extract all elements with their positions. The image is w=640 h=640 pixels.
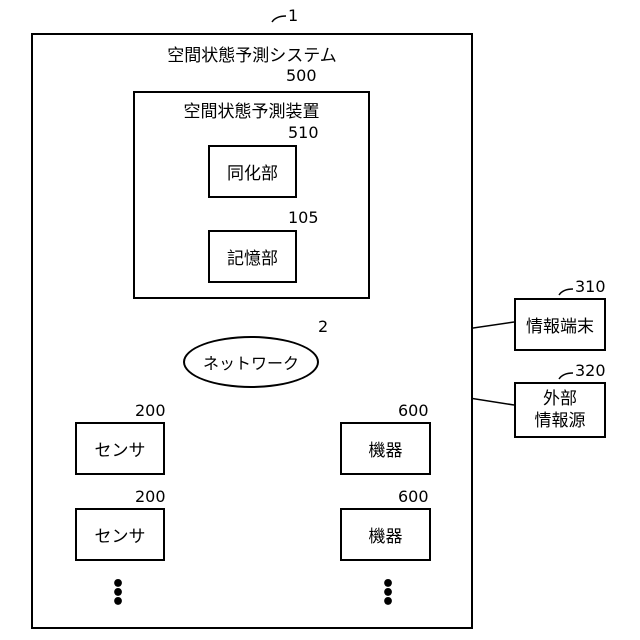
device-ref: 500 — [286, 66, 317, 85]
leader-320 — [559, 373, 573, 379]
sensor-ellipsis-icon: ••• — [111, 580, 121, 607]
network-node: ネットワーク — [183, 336, 319, 388]
system-title: 空間状態予測システム — [33, 41, 471, 66]
sensor-label: センサ — [95, 522, 146, 547]
storage-unit-box: 記憶部 — [208, 230, 297, 283]
sensor-ref: 200 — [135, 487, 166, 506]
leader-310 — [559, 289, 573, 295]
equipment-ellipsis-icon: ••• — [381, 580, 391, 607]
external-source-line1: 外部 — [543, 388, 577, 410]
info-terminal-label: 情報端末 — [526, 312, 594, 337]
storage-unit-label: 記憶部 — [227, 244, 278, 269]
device-title: 空間状態予測装置 — [135, 97, 368, 122]
leader-1 — [272, 16, 286, 22]
sensor-ref: 200 — [135, 401, 166, 420]
equipment-box: 機器 — [340, 422, 431, 475]
sensor-box: センサ — [75, 422, 165, 475]
system-ref: 1 — [288, 6, 298, 25]
sensor-box: センサ — [75, 508, 165, 561]
sync-unit-box: 同化部 — [208, 145, 297, 198]
network-label: ネットワーク — [203, 350, 299, 374]
info-terminal-box: 情報端末 — [514, 298, 606, 351]
equipment-label: 機器 — [369, 436, 403, 461]
equipment-ref: 600 — [398, 487, 429, 506]
equipment-box: 機器 — [340, 508, 431, 561]
external-source-box: 外部 情報源 — [514, 382, 606, 438]
equipment-label: 機器 — [369, 522, 403, 547]
sensor-label: センサ — [95, 436, 146, 461]
equipment-ref: 600 — [398, 401, 429, 420]
sync-unit-label: 同化部 — [227, 159, 278, 184]
external-source-line2: 情報源 — [535, 410, 586, 432]
sync-unit-ref: 510 — [288, 123, 319, 142]
external-source-ref: 320 — [575, 361, 606, 380]
info-terminal-ref: 310 — [575, 277, 606, 296]
network-ref: 2 — [318, 317, 328, 336]
storage-unit-ref: 105 — [288, 208, 319, 227]
